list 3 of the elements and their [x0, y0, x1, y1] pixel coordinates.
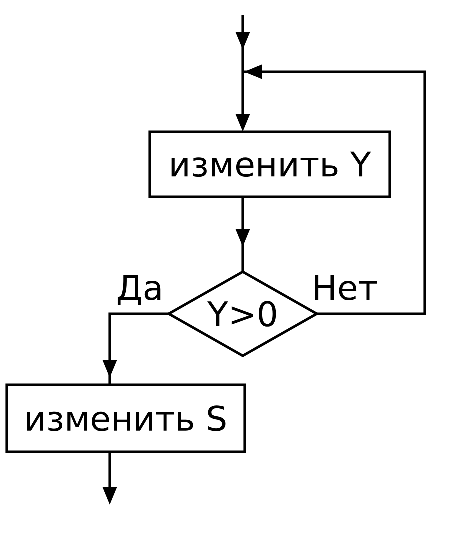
process-box: изменить S — [6, 384, 246, 454]
process-box: изменить Y — [148, 130, 392, 198]
edge-label: Да — [115, 274, 165, 306]
